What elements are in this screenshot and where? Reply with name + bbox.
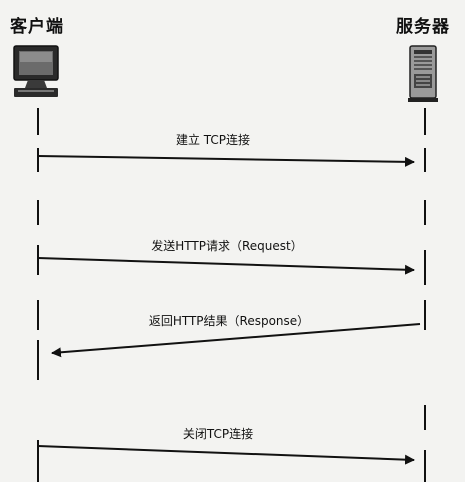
computer-monitor-icon: [10, 44, 62, 108]
server-tower-icon: [406, 44, 440, 108]
message-label-return-response: 返回HTTP结果（Response）: [148, 314, 310, 328]
server-label: 服务器: [396, 17, 450, 37]
arrow-establish-tcp: [37, 155, 415, 167]
arrow-send-request: [37, 257, 415, 275]
message-label-send-request: 发送HTTP请求（Request）: [151, 239, 303, 253]
message-label-close-tcp: 关闭TCP连接: [182, 427, 254, 441]
client-label: 客户端: [10, 17, 64, 37]
arrow-return-response: [51, 323, 421, 358]
message-label-establish-tcp: 建立 TCP连接: [175, 133, 251, 147]
arrow-close-tcp: [37, 445, 415, 465]
